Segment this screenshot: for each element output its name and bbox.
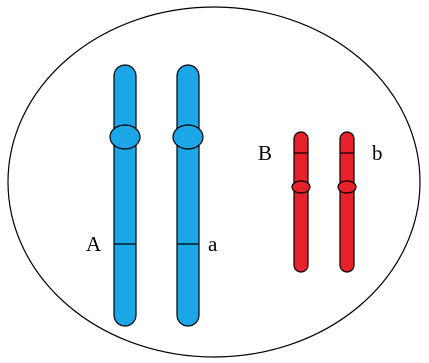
centromere [291,180,311,194]
centromere [172,124,204,150]
large-chromosome-right [172,64,204,327]
small-chromosome-left [291,131,311,273]
centromere [109,124,141,150]
gene-label-b: b [372,141,383,165]
gene-label-A: A [86,232,102,256]
small-chromosome-right [337,131,357,273]
centromere [337,180,357,194]
cell-membrane [7,6,421,358]
large-chromosome-left [109,64,141,327]
gene-label-a: a [208,232,218,256]
gene-label-B: B [258,141,272,165]
